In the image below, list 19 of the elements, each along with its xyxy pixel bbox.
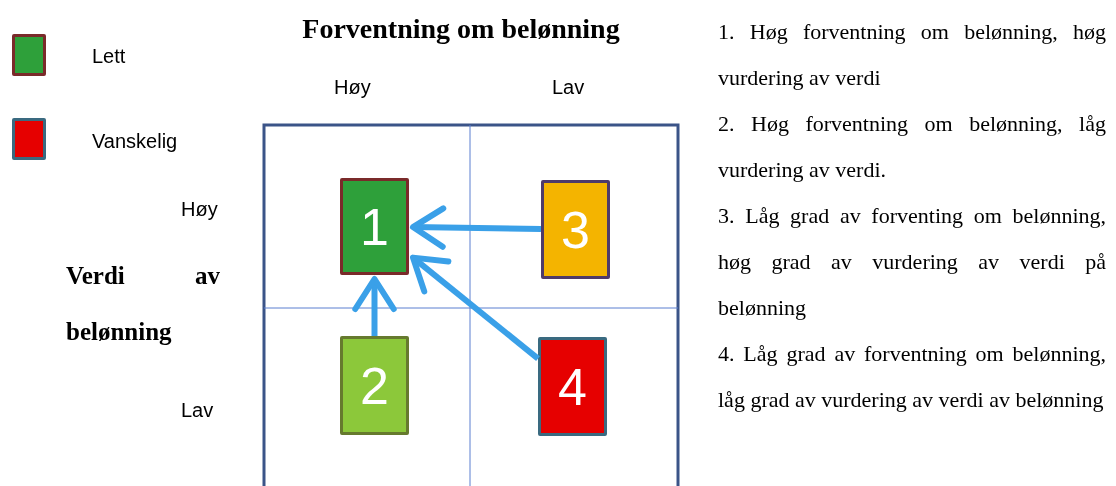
description-paragraph: 3. Låg grad av forventing om belønning, høg grad av vurdering av verdi på belønning — [718, 202, 1106, 322]
axis-title: Verdi av belønning — [66, 261, 220, 347]
row-label: Lav — [181, 398, 214, 423]
row-label: Høy — [181, 197, 218, 222]
description-paragraph: 2. Høg forventning om belønning, låg vurdering av verdi. — [718, 110, 1106, 184]
numbered-box: 3 — [541, 180, 610, 279]
numbered-box: 4 — [538, 337, 607, 436]
arrow — [352, 276, 397, 336]
legend-label: Vanskelig — [92, 129, 178, 153]
numbered-box: 2 — [340, 336, 409, 435]
chart-title: Forventning om belønning — [301, 12, 621, 46]
arrow — [410, 205, 542, 250]
column-label: Høy — [334, 75, 371, 100]
numbered-box: 1 — [340, 178, 409, 275]
description-paragraph: 1. Høg forventning om belønning, høg vurdering av verdi — [718, 18, 1106, 92]
description-paragraph: 4. Låg grad av forventning om belønning, låg grad av vurdering av verdi av belønning — [718, 340, 1106, 414]
column-label: Lav — [552, 75, 585, 100]
arrow — [410, 254, 540, 361]
legend-label: Lett — [92, 44, 126, 68]
